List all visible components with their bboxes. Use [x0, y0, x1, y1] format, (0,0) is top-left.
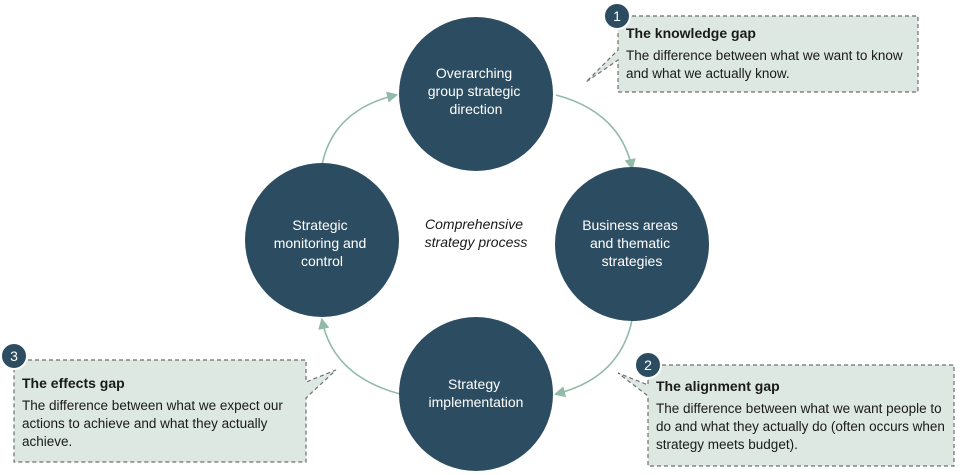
node-strategy-implementation: Strategy implementation	[399, 317, 553, 471]
callout-3-content: The effects gap The difference between w…	[22, 374, 308, 451]
node-bottom-line-2: implementation	[429, 394, 524, 410]
callout-2-number: 2	[644, 357, 652, 373]
arrow-top-to-right	[555, 94, 636, 171]
callout-2-box	[617, 364, 955, 467]
callout-1-box	[585, 15, 919, 93]
arrow-bottom-to-left	[318, 317, 401, 395]
center-label-line-1: Comprehensive	[425, 216, 523, 232]
callout-3-text: The difference between what we expect ou…	[22, 398, 283, 449]
callout-3-title: The effects gap	[22, 375, 125, 391]
center-label: Comprehensive strategy process	[425, 216, 528, 250]
node-right-line-3: strategies	[602, 253, 663, 269]
node-strategic-monitoring: Strategic monitoring and control	[245, 163, 399, 317]
node-group-strategic-direction: Overarching group strategic direction	[399, 17, 553, 171]
callout-3-number: 3	[10, 348, 18, 364]
callout-1-content: The knowledge gap The difference between…	[626, 24, 914, 83]
node-left-line-1: Strategic	[292, 217, 347, 233]
callout-1-text: The difference between what we want to k…	[626, 48, 903, 81]
callout-2-content: The alignment gap The difference between…	[656, 377, 950, 454]
svg-text:Overarching group strate: Overarching group strategic direction	[428, 65, 525, 117]
callout-2-text: The difference between what we want peop…	[656, 401, 945, 452]
node-top-line-1: Overarching	[436, 65, 512, 81]
svg-text:Strategy implementation: Strategy implementation	[429, 376, 524, 410]
callout-2-title: The alignment gap	[656, 378, 780, 394]
svg-text:Business areas and thema: Business areas and thematic strategies	[582, 217, 682, 269]
center-label-line-2: strategy process	[425, 234, 528, 250]
node-top-line-2: group strategic	[428, 83, 521, 99]
node-right-line-1: Business areas	[582, 217, 678, 233]
callout-1-badge: 1	[603, 2, 631, 30]
arrow-left-to-top	[321, 91, 399, 166]
callout-3-badge: 3	[0, 342, 28, 370]
callout-2-badge: 2	[634, 351, 662, 379]
callout-1-number: 1	[613, 8, 621, 24]
callout-3-box	[13, 359, 337, 463]
node-bottom-line-1: Strategy	[448, 376, 500, 392]
node-top-line-3: direction	[450, 101, 503, 117]
node-business-areas: Business areas and thematic strategies	[555, 167, 709, 321]
callout-1-title: The knowledge gap	[626, 25, 756, 41]
arrow-right-to-bottom	[553, 319, 633, 398]
node-left-line-3: control	[301, 253, 343, 269]
node-right-line-2: and thematic	[590, 235, 670, 251]
node-left-line-2: monitoring and	[274, 235, 367, 251]
svg-text:Strategic monitoring and: Strategic monitoring and control	[274, 217, 371, 269]
